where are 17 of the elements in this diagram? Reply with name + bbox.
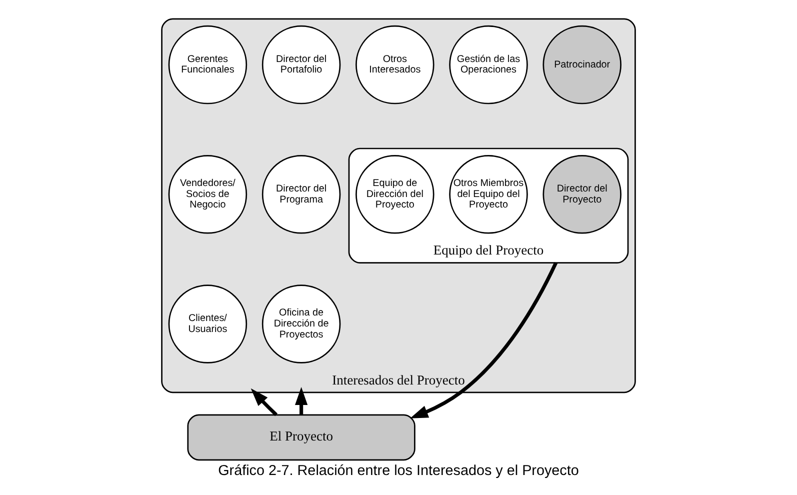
node-circle: Oficina de Dirección de Proyectos <box>262 284 341 364</box>
arrow <box>294 386 308 415</box>
arrow <box>250 388 278 416</box>
node-circle: Clientes/ Usuarios <box>168 284 248 364</box>
node-circle: Gerentes Funcionales <box>168 25 248 104</box>
caption: Gráfico 2-7. Relación entre los Interesados y el Proyecto <box>218 463 579 480</box>
node-circle: Otros Interesados <box>356 25 434 104</box>
node-circle: Patrocinador <box>542 25 622 104</box>
node-circle: Director del Programa <box>262 155 341 234</box>
node-circle: Vendedores/ Socios de Negocio <box>168 155 248 234</box>
node-circle: Gestión de las Operaciones <box>449 25 528 104</box>
node-circle: Director del Portafolio <box>262 25 341 104</box>
node-circle: Equipo de Dirección del Proyecto <box>356 155 434 234</box>
arrow <box>410 262 558 418</box>
node-circle: Director del Proyecto <box>542 155 622 234</box>
node-circle: Otros Miembros del Equipo del Proyecto <box>449 155 528 234</box>
node-box: El Proyecto <box>187 414 416 461</box>
